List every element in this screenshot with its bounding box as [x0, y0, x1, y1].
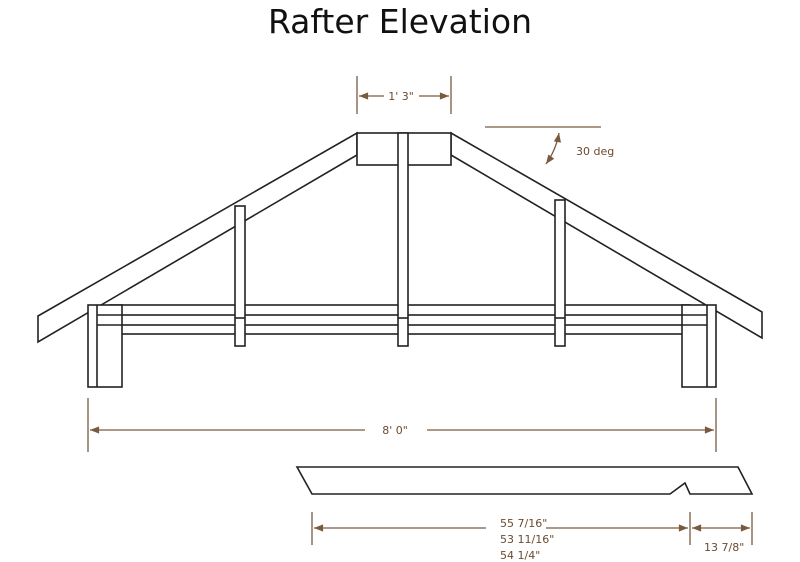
right-stud [554, 199, 566, 347]
overhang-label: 13 7/8" [704, 541, 744, 554]
rafter-length-dimension: 55 7/16" 53 11/16" 54 1/4" 13 7/8" [311, 512, 753, 562]
center-stud [397, 132, 409, 347]
rafter-length-1: 55 7/16" [500, 517, 547, 530]
left-stud [234, 205, 246, 347]
pitch-label: 30 deg [576, 145, 614, 158]
diagram-title: Rafter Elevation [267, 2, 533, 41]
left-post [87, 304, 123, 388]
rafter-cut-piece [295, 466, 754, 495]
span-dimension: 8' 0" [87, 398, 717, 452]
ridge-width-label: 1' 3" [388, 90, 414, 103]
right-post [681, 304, 717, 388]
rafter-length-2: 53 11/16" [500, 533, 554, 546]
pitch-indicator: 30 deg [485, 126, 614, 165]
ridge-dimension: 1' 3" [356, 76, 452, 114]
span-label: 8' 0" [382, 424, 408, 437]
rafter-length-3: 54 1/4" [500, 549, 540, 562]
